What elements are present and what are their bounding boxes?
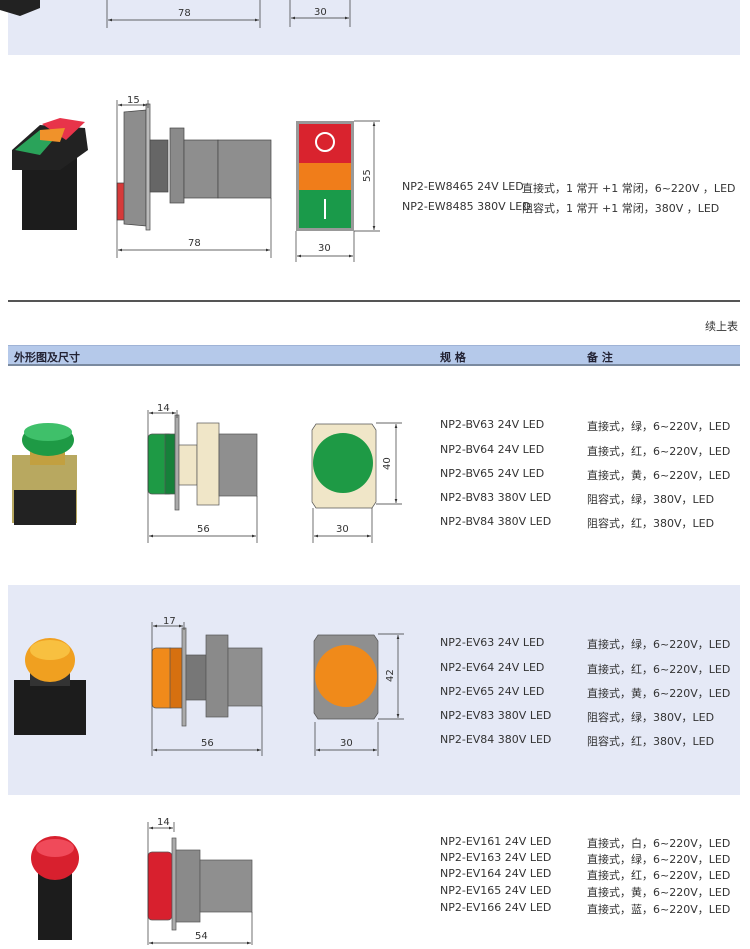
- note-ev161: 直接式，白，6~220V，LED: [587, 837, 731, 850]
- spec-bv83: NP2-BV83 380V LED: [440, 491, 552, 504]
- spec-ev83: NP2-EV83 380V LED: [440, 709, 552, 722]
- header-shape: 外形图及尺寸: [14, 351, 80, 364]
- note-bv83: 阻容式，绿，380V，LED: [587, 493, 715, 506]
- svg-text:56: 56: [201, 738, 214, 749]
- note-ev166: 直接式，蓝，6~220V，LED: [587, 903, 731, 916]
- ev-product-photo: [14, 638, 86, 735]
- note-ev164: 直接式，红，6~220V，LED: [587, 869, 731, 882]
- header-note: 备 注: [587, 351, 613, 364]
- top-band: [8, 0, 740, 55]
- spec-bv84: NP2-BV84 380V LED: [440, 515, 552, 528]
- spec-ev84: NP2-EV84 380V LED: [440, 733, 552, 746]
- svg-text:40: 40: [382, 457, 393, 470]
- note-ev65: 直接式，黄，6~220V，LED: [587, 687, 731, 700]
- spec-bv65: NP2-BV65 24V LED: [440, 467, 545, 480]
- note-ew8465: 直接式，1 常开 +1 常闭，6~220V ，LED: [522, 182, 736, 195]
- spec-ev63: NP2-EV63 24V LED: [440, 636, 545, 649]
- note-bv64: 直接式，红，6~220V，LED: [587, 445, 731, 458]
- spec-ev164: NP2-EV164 24V LED: [440, 867, 552, 880]
- spec-ev165: NP2-EV165 24V LED: [440, 884, 552, 897]
- spec-ev64: NP2-EV64 24V LED: [440, 661, 545, 674]
- continued-label: 续上表: [705, 320, 738, 333]
- svg-text:14: 14: [157, 403, 170, 414]
- svg-text:30: 30: [340, 738, 353, 749]
- svg-text:78: 78: [178, 8, 191, 19]
- table-header: 外形图及尺寸 规 格 备 注: [8, 345, 740, 366]
- svg-text:42: 42: [385, 669, 396, 682]
- svg-text:54: 54: [195, 931, 208, 942]
- spec-ev65: NP2-EV65 24V LED: [440, 685, 545, 698]
- ev16-product-photo: [31, 836, 79, 940]
- note-ev165: 直接式，黄，6~220V，LED: [587, 886, 731, 899]
- spec-ew8465: NP2-EW8465 24V LED: [402, 180, 524, 193]
- note-ev163: 直接式，绿，6~220V，LED: [587, 853, 731, 866]
- note-ev63: 直接式，绿，6~220V，LED: [587, 638, 731, 651]
- note-bv63: 直接式，绿，6~220V，LED: [587, 420, 731, 433]
- svg-text:15: 15: [127, 95, 140, 106]
- note-ev64: 直接式，红，6~220V，LED: [587, 663, 731, 676]
- spec-ev163: NP2-EV163 24V LED: [440, 851, 552, 864]
- spec-bv63: NP2-BV63 24V LED: [440, 418, 545, 431]
- spec-ew8485: NP2-EW8485 380V LED: [402, 200, 531, 213]
- header-spec: 规 格: [440, 351, 466, 364]
- note-bv84: 阻容式，红，380V，LED: [587, 517, 715, 530]
- svg-text:30: 30: [336, 524, 349, 535]
- svg-text:30: 30: [318, 243, 331, 254]
- svg-text:78: 78: [188, 238, 201, 249]
- spec-ev161: NP2-EV161 24V LED: [440, 835, 552, 848]
- note-ev84: 阻容式，红，380V，LED: [587, 735, 715, 748]
- note-ev83: 阻容式，绿，380V，LED: [587, 711, 715, 724]
- svg-text:14: 14: [157, 817, 170, 828]
- note-bv65: 直接式，黄，6~220V，LED: [587, 469, 731, 482]
- svg-text:17: 17: [163, 616, 176, 627]
- svg-text:55: 55: [362, 169, 373, 182]
- spec-bv64: NP2-BV64 24V LED: [440, 443, 545, 456]
- svg-text:30: 30: [314, 7, 327, 18]
- section-divider: [8, 300, 740, 302]
- bv-product-photo: [12, 423, 77, 525]
- ew-product-photo: [12, 118, 88, 230]
- note-ew8485: 阻容式，1 常开 +1 常闭，380V ，LED: [522, 202, 720, 215]
- spec-ev166: NP2-EV166 24V LED: [440, 901, 552, 914]
- svg-text:56: 56: [197, 524, 210, 535]
